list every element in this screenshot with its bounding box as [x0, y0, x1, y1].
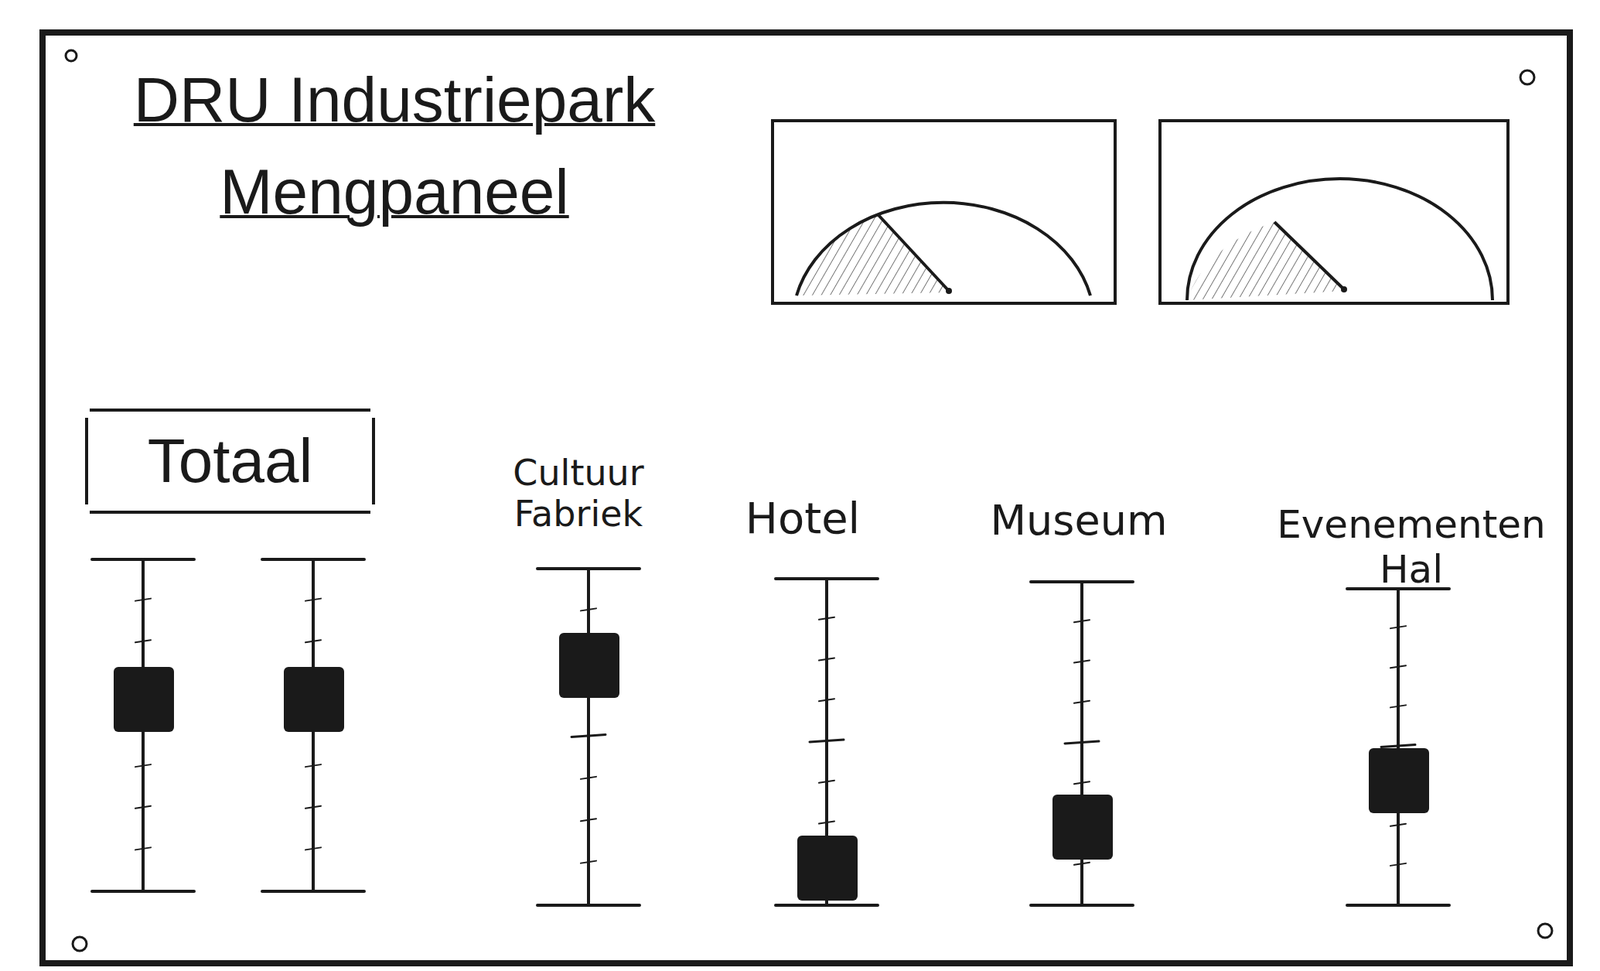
bracket — [85, 417, 89, 505]
channel-label: Museum — [962, 496, 1195, 545]
fader-line — [1381, 744, 1416, 748]
fader-line — [580, 818, 597, 821]
fader-line — [135, 764, 151, 767]
fader-knob — [113, 666, 174, 732]
channel-label: Evenementen Hal — [1268, 502, 1555, 592]
fader-line — [1390, 863, 1406, 866]
bracket — [371, 417, 376, 505]
fader-line — [135, 805, 151, 809]
vu-meter — [772, 120, 1116, 304]
fader-line — [135, 846, 151, 850]
fader-knob — [1052, 794, 1113, 860]
fader-knob — [797, 835, 858, 901]
fader-line — [1064, 740, 1099, 744]
fader-line — [305, 846, 321, 850]
channel-label: Hotel — [702, 493, 904, 543]
fader-line — [818, 780, 835, 783]
fader-line — [305, 639, 321, 642]
fader-line — [809, 739, 844, 742]
fader-line — [580, 860, 597, 864]
fader-line — [1074, 660, 1090, 663]
panel-frame — [42, 32, 1570, 963]
fader-line — [1390, 625, 1406, 628]
fader-line — [818, 821, 835, 824]
screw — [65, 50, 77, 62]
fader-knob — [283, 666, 345, 732]
fader-knob — [1368, 747, 1430, 813]
channel-label: Cultuur Fabriek — [481, 452, 676, 535]
screw — [1538, 923, 1553, 938]
fader-line — [135, 598, 151, 601]
fader-line — [818, 698, 835, 701]
fader-line — [1390, 704, 1406, 707]
fader-line — [571, 734, 606, 737]
vu-meter — [1159, 120, 1508, 304]
fader-line — [1074, 862, 1090, 865]
fader-line — [1074, 781, 1090, 784]
fader-line — [1390, 823, 1406, 826]
group-label: Totaal — [147, 425, 313, 497]
fader-group — [92, 559, 1450, 905]
fader-line — [818, 617, 835, 620]
fader-line — [1390, 665, 1406, 668]
fader-line — [305, 764, 321, 767]
fader-line — [1074, 700, 1090, 703]
screw — [1520, 70, 1535, 85]
fader-line — [305, 805, 321, 809]
fader-knob — [559, 632, 620, 698]
panel-title: DRU Industriepark Mengpaneel — [85, 54, 704, 239]
fader-line — [818, 658, 835, 661]
fader-line — [1074, 619, 1090, 622]
fader-line — [580, 776, 597, 779]
screw — [72, 936, 87, 951]
fader-line — [135, 639, 151, 642]
group-box: Totaal — [89, 408, 371, 514]
fader-line — [305, 598, 321, 601]
fader-line — [580, 607, 597, 611]
